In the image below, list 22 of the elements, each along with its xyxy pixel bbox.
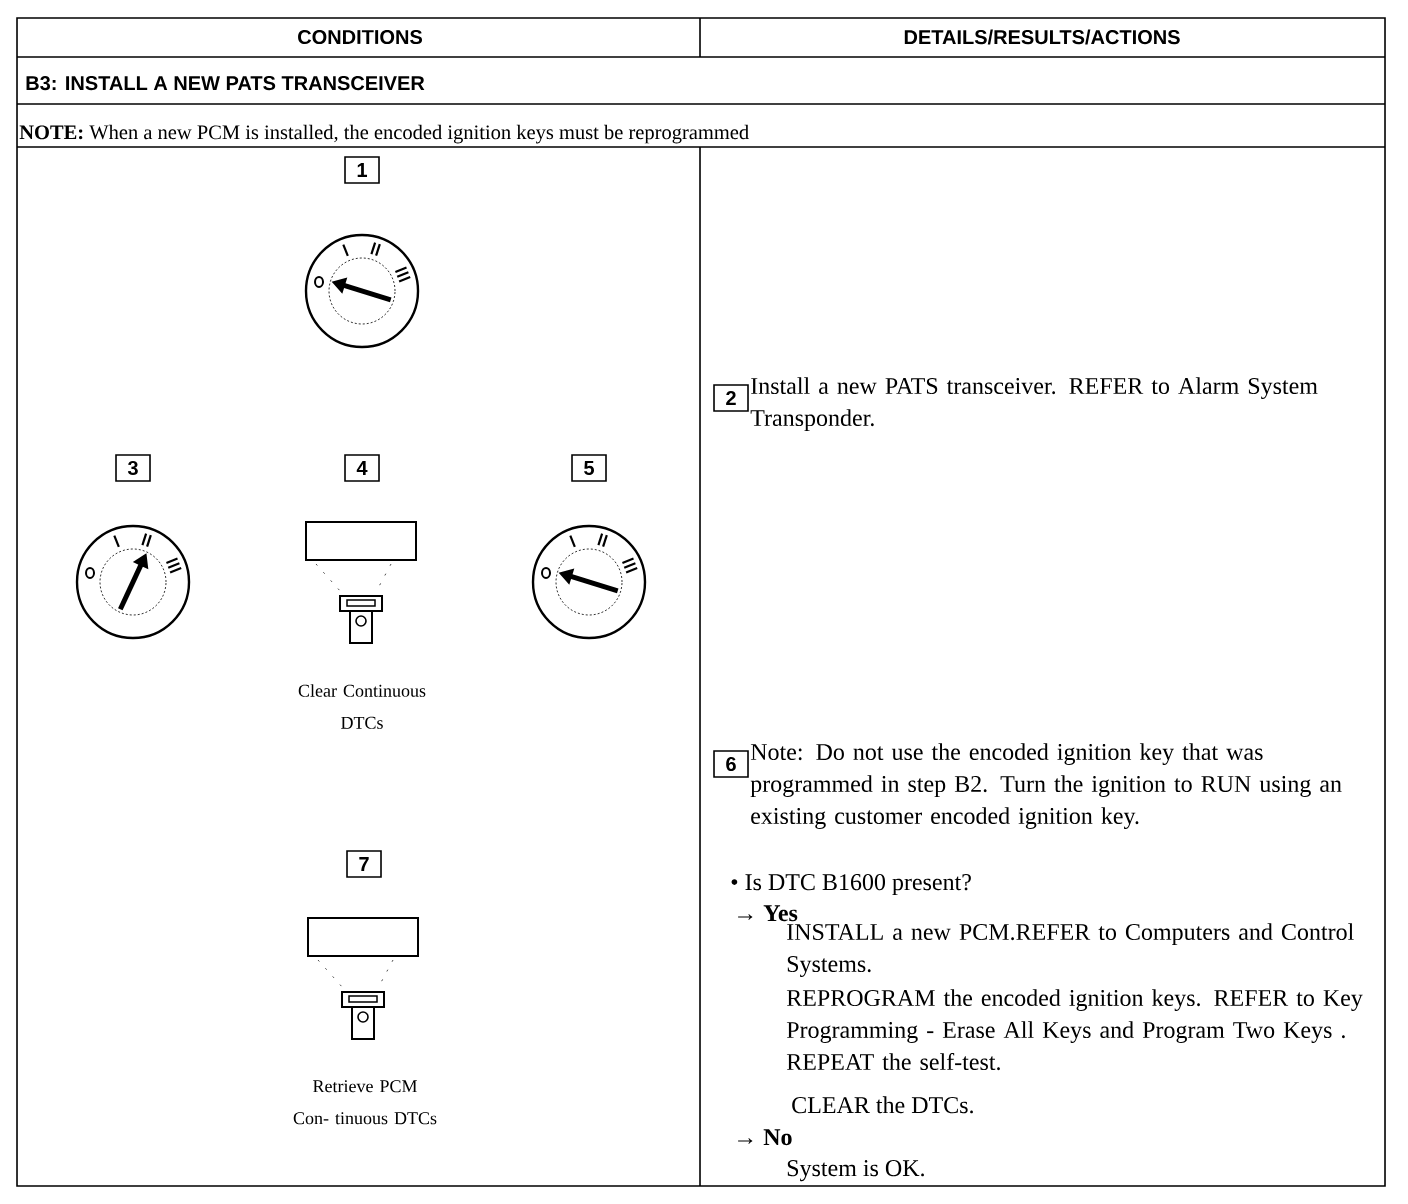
callout-number: 3: [115, 454, 151, 482]
step-text: → Yes: [738, 905, 798, 922]
section-heading: B3: INSTALL A NEW PATS TRANSCEIVER: [26, 76, 425, 91]
callout-number: 2: [713, 384, 749, 412]
image-caption: Clear Continuous DTCs: [298, 684, 426, 729]
step-text: System is OK.: [787, 1160, 924, 1182]
step-text: INSTALL a new PCM.REFER to Computers and Control Systems.: [787, 923, 1354, 978]
column-header: DETAILS/RESULTS/ACTIONS: [904, 29, 1180, 45]
step-text: → No: [738, 1129, 792, 1146]
callout-number: 6: [713, 750, 749, 778]
step-text: REPROGRAM the encoded ignition keys. REFER to Key Programming - Erase All Keys and Program Two Keys . REPEAT the self-test.: [786, 989, 1363, 1071]
callout-number: 4: [344, 454, 380, 482]
column-header: CONDITIONS: [298, 29, 422, 45]
image-caption: Retrieve PCM Con- tinuous DTCs: [293, 1080, 437, 1125]
step-text: Note: Do not use the encoded ignition key that was programmed in step B2. Turn the ignition to RUN using an existing customer encoded ignition key.: [750, 743, 1342, 830]
callout-number: 7: [346, 850, 382, 878]
callout-number: 5: [571, 454, 607, 482]
callout-number: 1: [344, 156, 380, 184]
step-text: • Is DTC B1600 present?: [731, 874, 971, 896]
step-text: Install a new PATS transceiver. REFER to Alarm System Transponder.: [750, 377, 1318, 431]
step-text: CLEAR the DTCs.: [792, 1096, 973, 1114]
note-text: NOTE: When a new PCM is installed, the encoded ignition keys must be reprogrammed: [19, 124, 749, 144]
